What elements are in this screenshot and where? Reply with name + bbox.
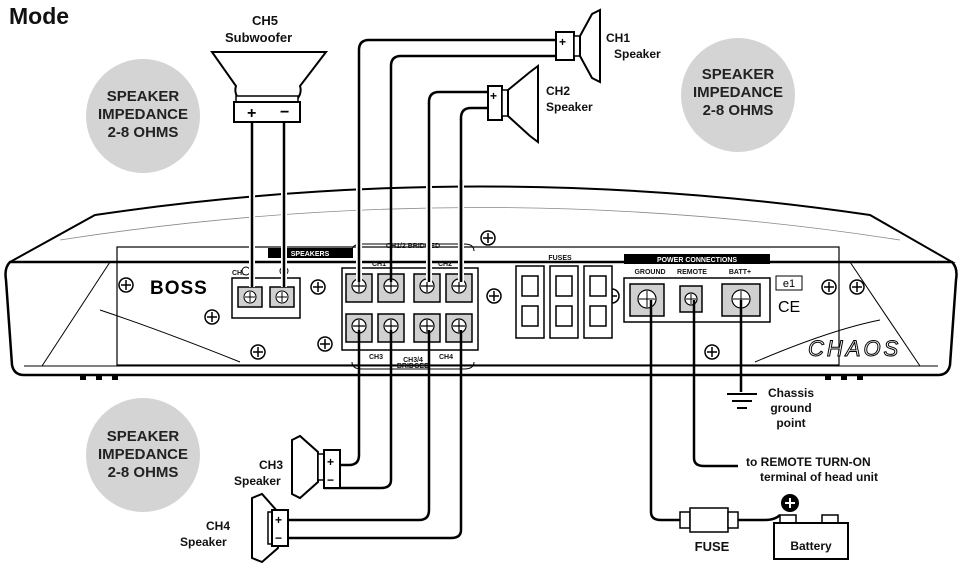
remote-note-line1: to REMOTE TURN-ON [746,455,871,469]
batt-label: BATT+ [729,269,751,276]
svg-text:+: + [327,455,334,469]
mode-heading: Mode [9,3,69,29]
ch12-bridged-label: CH1/2 BRIDGED [386,243,440,250]
ch1-name: CH1 [606,31,630,45]
ch5-name: CH5 [252,13,278,28]
ch4-type: Speaker [180,535,227,549]
model-logo: CHAOS [808,336,901,361]
power-connections-header: POWER CONNECTIONS [657,257,737,264]
ch1-terminal-label: CH1 [372,261,386,268]
ch1-type: Speaker [614,47,661,61]
remote-note-line2: terminal of head unit [760,470,878,484]
impedance-line2: IMPEDANCE [98,106,188,123]
ce-mark: CE [778,299,800,316]
speakers-header-bar [268,248,353,258]
impedance-line1: SPEAKER [702,66,775,83]
ground-label: GROUND [634,269,665,276]
impedance-line2: IMPEDANCE [98,446,188,463]
brand-logo: BOSS [150,278,208,299]
ch3-speaker-icon: + − [291,434,341,500]
impedance-line1: SPEAKER [107,428,180,445]
svg-text:+: + [275,513,282,527]
power-terminal-block [623,277,771,323]
ch34-bridged-label-2: BRIDGED [397,363,429,370]
impedance-line1: SPEAKER [107,88,180,105]
ch5-terminal-block [231,277,301,319]
impedance-line2: IMPEDANCE [693,84,783,101]
speakers-header: SPEAKERS [291,251,330,258]
ch34-bridged-label-1: CH3/4 [403,357,423,364]
ch5-terminal-label: CH5 [232,270,246,277]
inline-fuse-icon [679,507,739,533]
ch2-terminal-label: CH2 [438,261,452,268]
mounting-screws [118,230,865,360]
ch4-speaker-icon: + − [251,492,289,564]
svg-text:−: − [275,531,282,545]
svg-text:−: − [280,104,289,121]
ch1-4-terminal-block: CH1 CH2 CH3 CH4 [341,261,479,361]
ch3-type: Speaker [234,474,281,488]
fuse-holders [515,265,613,339]
remote-label: REMOTE [677,269,707,276]
chassis-label-3: point [776,416,805,430]
impedance-line3: 2-8 OHMS [108,124,179,141]
chassis-ground-icon [727,393,757,409]
ch1-speaker-icon: + [555,8,601,84]
power-wires [649,300,781,522]
ch5-type: Subwoofer [225,30,292,45]
e1-mark: e1 [783,278,795,290]
fuse-label: FUSE [695,539,730,554]
chassis-label-1: Chassis [768,386,814,400]
ch2-name: CH2 [546,84,570,98]
svg-text:−: − [327,473,334,487]
ch2-type: Speaker [546,100,593,114]
impedance-line3: 2-8 OHMS [108,464,179,481]
impedance-badge-top-right: SPEAKER IMPEDANCE 2-8 OHMS [681,38,795,152]
ch2-speaker-icon: + [487,64,539,144]
ch3-name: CH3 [259,458,283,472]
ch4-name: CH4 [206,519,230,533]
svg-text:+: + [490,89,497,103]
battery-icon [773,494,849,560]
power-header-bar [624,254,770,264]
impedance-badge-top-left: SPEAKER IMPEDANCE 2-8 OHMS [86,59,200,173]
chassis-label-2: ground [770,401,811,415]
battery-label: Battery [790,539,832,553]
svg-text:+: + [559,35,566,49]
ch5-subwoofer-icon: + − [210,51,329,123]
fuses-header: FUSES [548,255,572,262]
svg-text:+: + [247,105,256,122]
speaker-wires [249,37,556,540]
ch3-terminal-label: CH3 [369,354,383,361]
impedance-line3: 2-8 OHMS [703,102,774,119]
impedance-badge-bottom-left: SPEAKER IMPEDANCE 2-8 OHMS [86,398,200,512]
ch4-terminal-label: CH4 [439,354,453,361]
